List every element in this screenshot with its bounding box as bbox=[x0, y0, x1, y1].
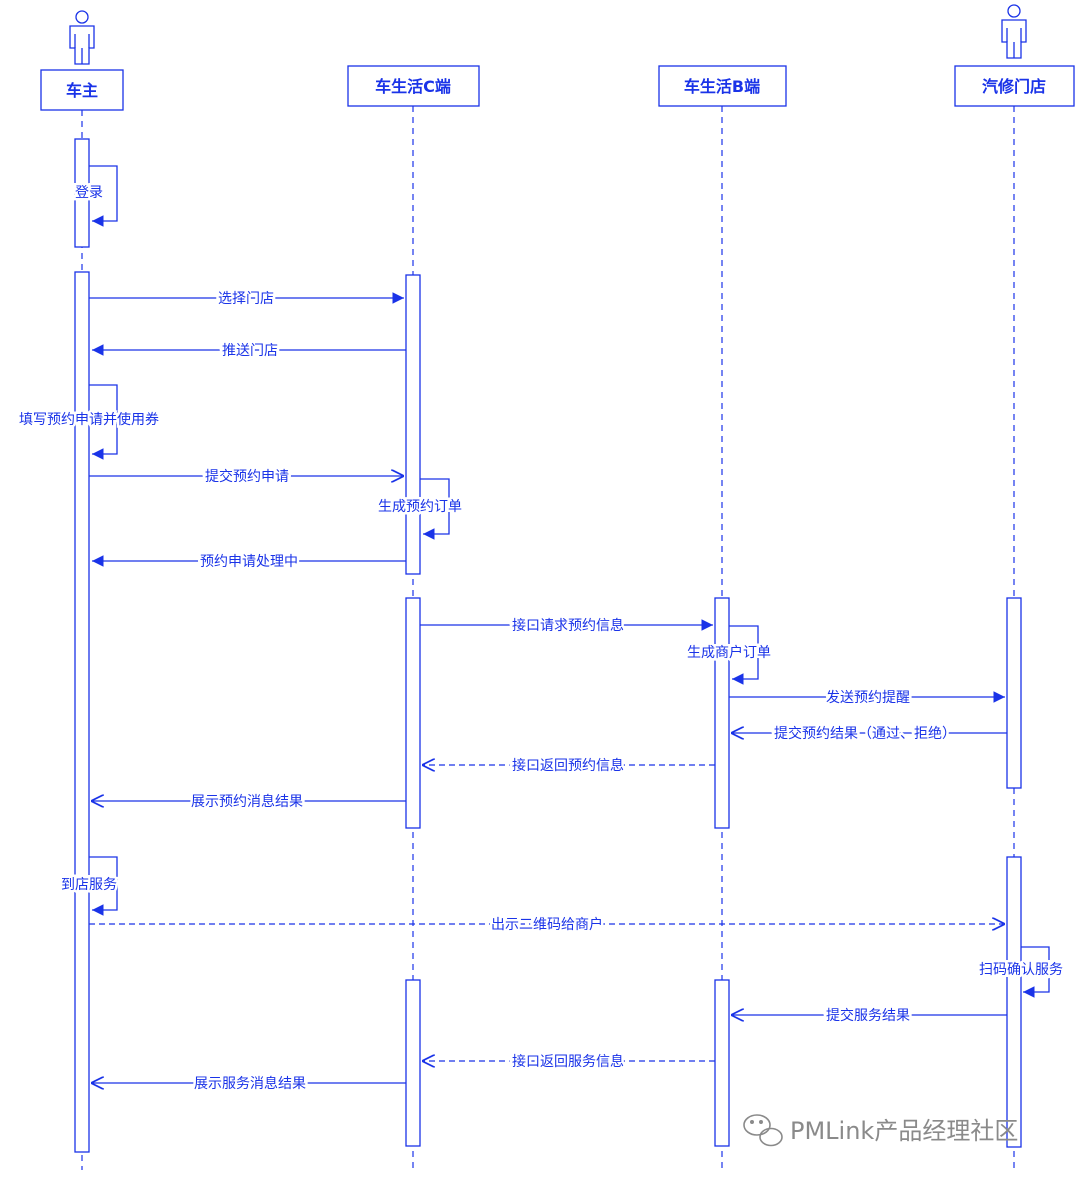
message-arrow bbox=[729, 625, 759, 685]
activation-bars bbox=[74, 138, 1022, 1153]
message-label: 接口请求预约信息 bbox=[512, 617, 624, 634]
message-label: 生成预约订单 bbox=[378, 499, 462, 515]
activation-bar bbox=[714, 979, 730, 1147]
message-label: 提交预约结果（通过、拒绝） bbox=[774, 725, 956, 742]
message-labels: 登录 选择门店 推送门店 填写预约申请并使用券 提交预约申请 生成预约订单 预约… bbox=[17, 183, 1066, 1095]
message-label: 接口返回预约信息 bbox=[512, 757, 624, 774]
participant-shop: 汽修门店 bbox=[954, 65, 1075, 107]
activation-bar bbox=[405, 979, 421, 1147]
activation-bar bbox=[1006, 856, 1022, 1148]
participant-label: 车生活B端 bbox=[684, 77, 760, 96]
activation-bar bbox=[714, 597, 730, 829]
message-label: 选择门店 bbox=[218, 291, 274, 307]
message-label: 预约申请处理中 bbox=[200, 554, 298, 570]
participant-label: 车主 bbox=[66, 81, 98, 100]
message-arrow bbox=[420, 478, 450, 540]
activation-bar bbox=[74, 271, 90, 1153]
messages bbox=[89, 165, 1050, 1083]
participant-b-app: 车生活B端 bbox=[658, 65, 787, 107]
message-label: 出示二维码给商户 bbox=[491, 916, 603, 933]
actor-icon bbox=[69, 10, 95, 65]
message-label: 展示预约消息结果 bbox=[191, 793, 303, 810]
message-arrow bbox=[89, 384, 118, 460]
activation-bar bbox=[405, 274, 421, 575]
message-label: 登录 bbox=[75, 185, 103, 201]
participant-c-app: 车生活C端 bbox=[347, 65, 480, 107]
activation-bar bbox=[1006, 597, 1022, 789]
message-label: 展示服务消息结果 bbox=[194, 1075, 306, 1092]
activation-bar bbox=[405, 597, 421, 829]
message-label: 扫码确认服务 bbox=[979, 962, 1063, 978]
actor-icon bbox=[1001, 4, 1027, 59]
message-arrow bbox=[89, 856, 118, 916]
wechat-icon bbox=[743, 1114, 783, 1147]
participant-owner: 车主 bbox=[40, 69, 124, 111]
message-label: 接口返回服务信息 bbox=[512, 1053, 624, 1070]
message-arrow bbox=[89, 165, 118, 227]
watermark: PMLink产品经理社区 bbox=[743, 1114, 1018, 1147]
activation-bar bbox=[74, 138, 90, 248]
message-label: 提交预约申请 bbox=[205, 468, 289, 485]
message-label: 生成商户订单 bbox=[687, 644, 771, 661]
message-label: 发送预约提醒 bbox=[826, 690, 910, 706]
message-label: 推送门店 bbox=[222, 343, 278, 359]
participant-label: 车生活C端 bbox=[375, 77, 451, 96]
participant-label: 汽修门店 bbox=[982, 77, 1046, 96]
watermark-text: PMLink产品经理社区 bbox=[790, 1117, 1018, 1145]
message-label: 填写预约申请并使用券 bbox=[19, 411, 159, 428]
message-label: 到店服务 bbox=[61, 877, 117, 893]
message-arrow bbox=[1021, 946, 1050, 998]
message-label: 提交服务结果 bbox=[826, 1007, 910, 1024]
